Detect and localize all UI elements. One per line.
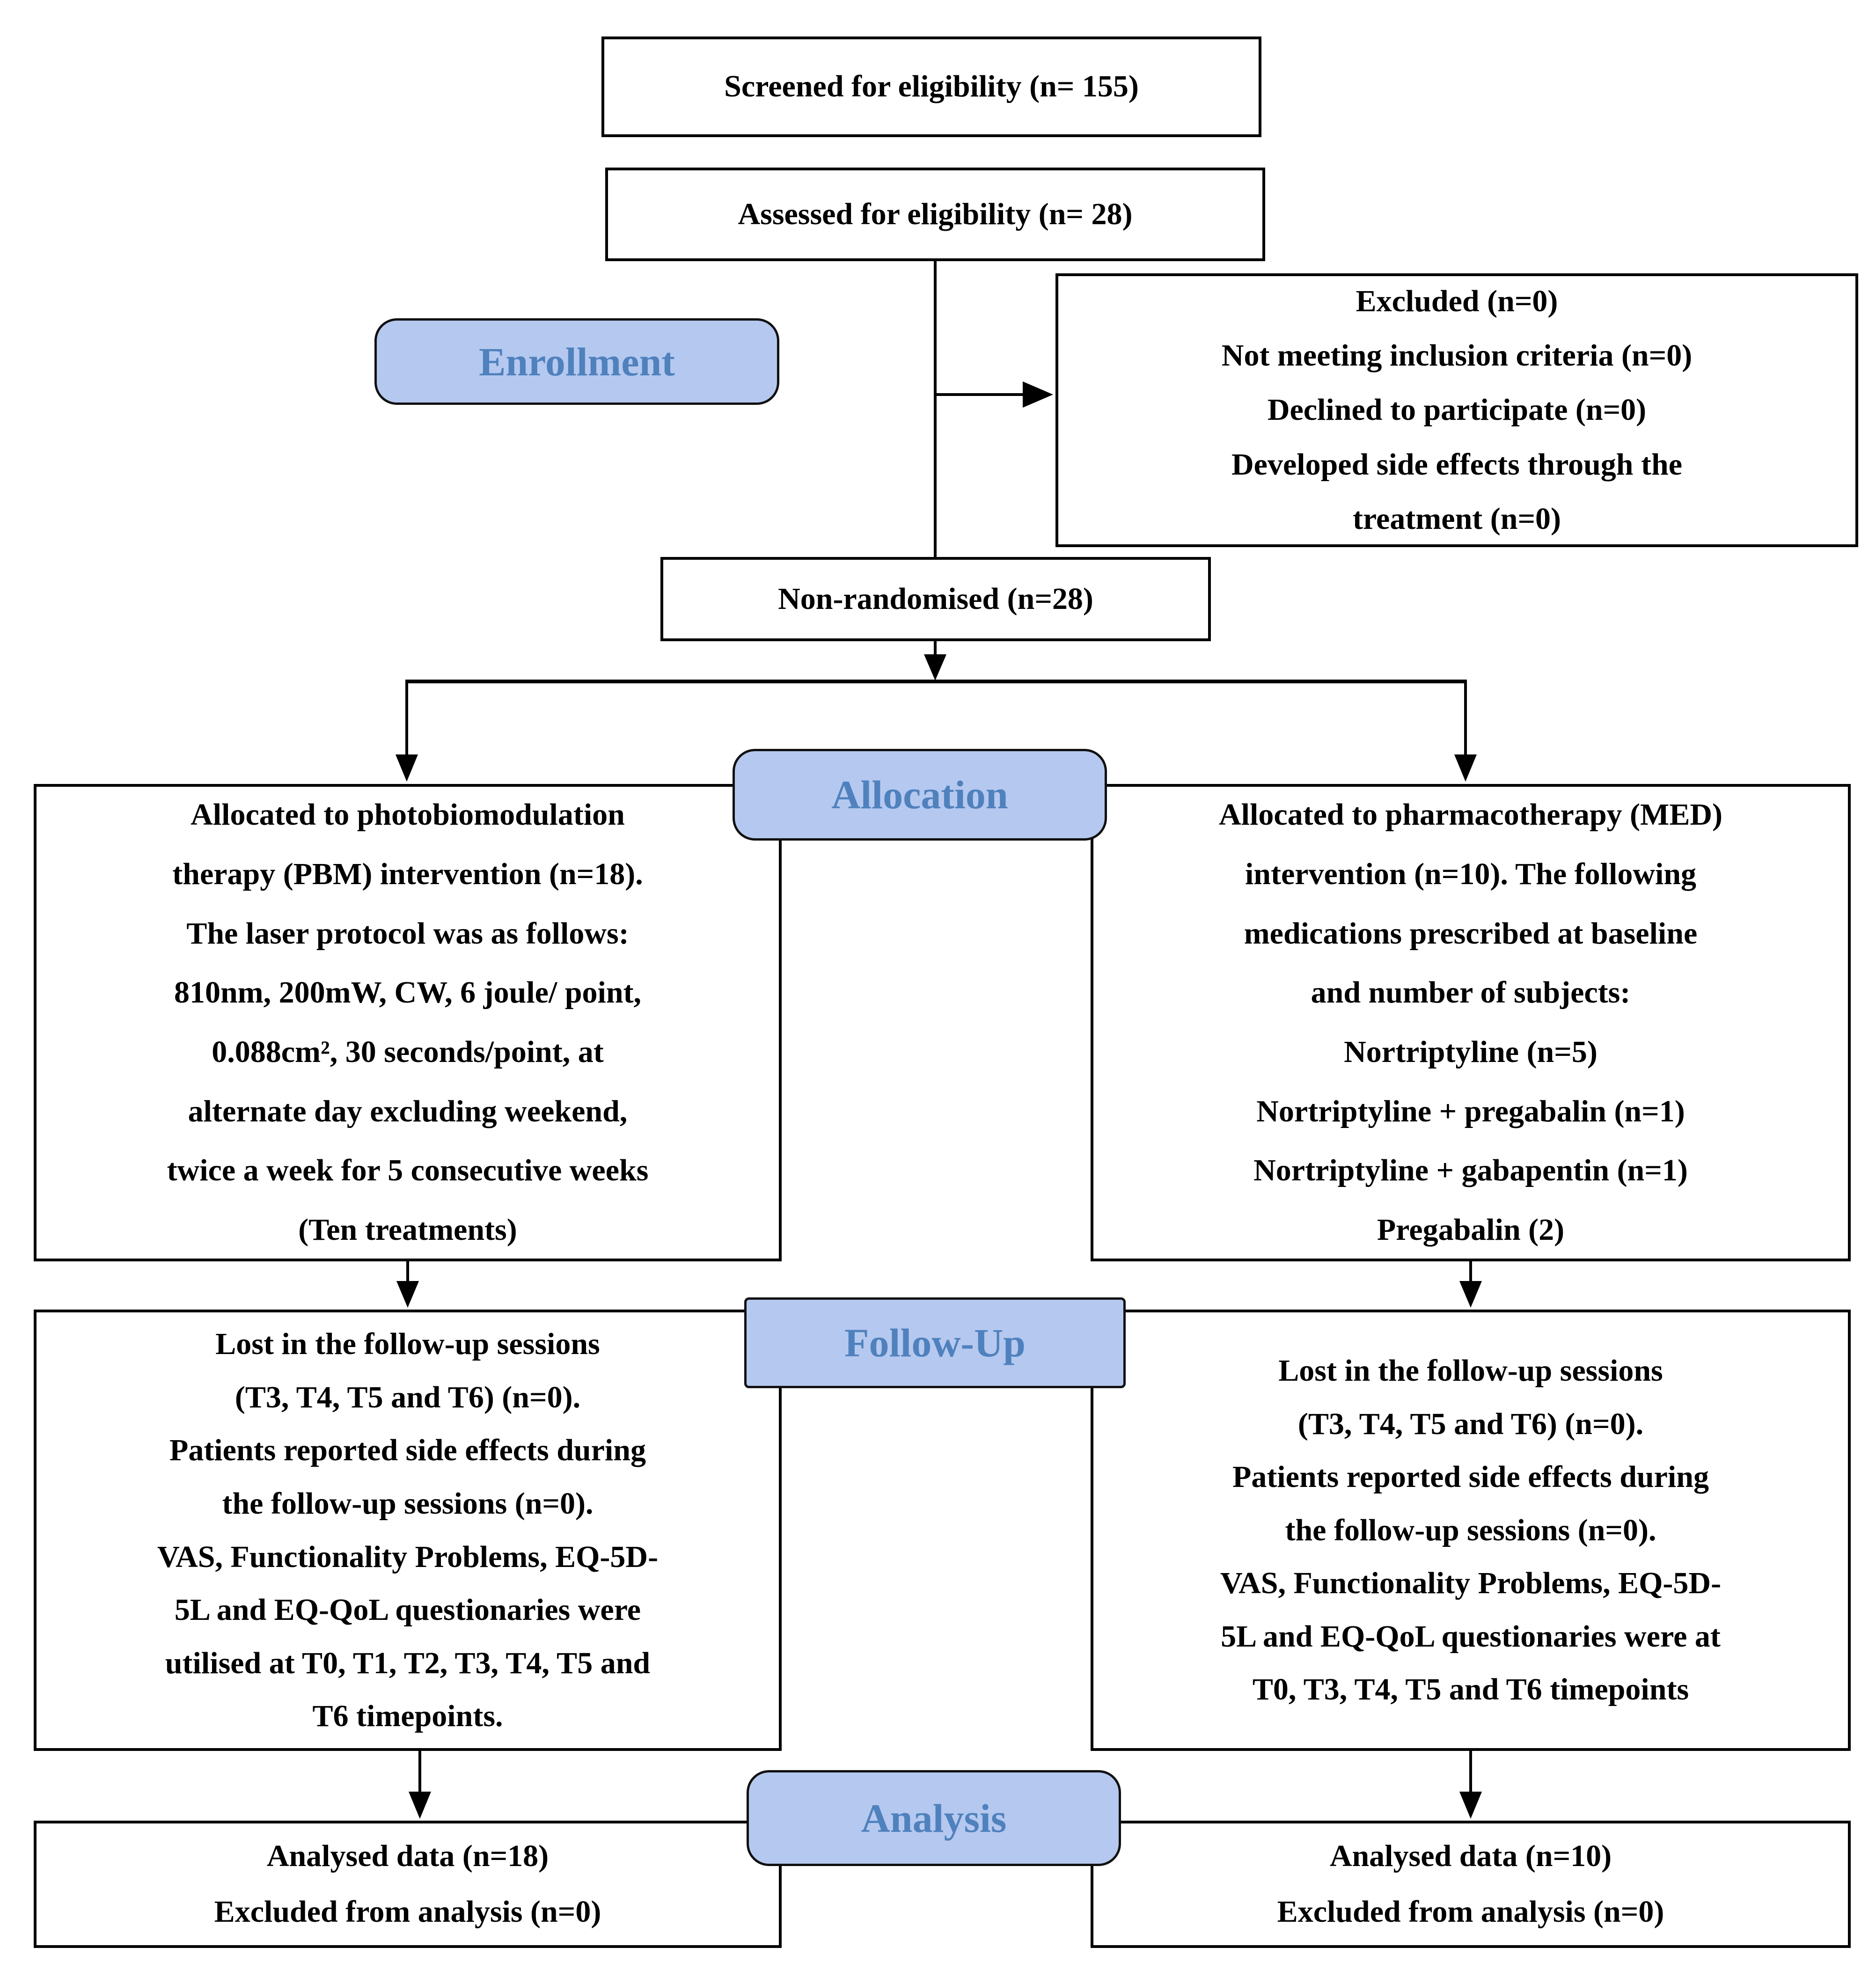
screened-box: Screened for eligibility (n= 155) — [601, 37, 1261, 137]
non-randomised-box: Non-randomised (n=28) — [660, 557, 1211, 641]
excluded-box: Excluded (n=0) Not meeting inclusion cri… — [1055, 273, 1858, 547]
allocation-stage-label: Allocation — [733, 749, 1107, 841]
pbm-allocation-box: Allocated to photobiomodulation therapy … — [34, 784, 782, 1261]
arrowhead-med-analysis — [1459, 1792, 1482, 1819]
enrollment-stage-label: Enrollment — [374, 318, 779, 405]
med-followup-box: Lost in the follow-up sessions (T3, T4, … — [1091, 1310, 1851, 1751]
arrowhead-pbm-follow — [396, 1281, 419, 1308]
arrowhead-pbm-analysis — [409, 1792, 431, 1819]
arrowhead-excluded — [1023, 381, 1053, 408]
med-analysis-box: Analysed data (n=10) Excluded from analy… — [1091, 1821, 1851, 1948]
arrowhead-pbm-allocation — [396, 754, 418, 782]
arrowhead-med-follow — [1459, 1281, 1482, 1308]
pbm-analysis-box: Analysed data (n=18) Excluded from analy… — [34, 1821, 782, 1948]
arrowhead-split — [924, 654, 946, 681]
med-allocation-box: Allocated to pharmacotherapy (MED) inter… — [1091, 784, 1851, 1261]
assessed-box: Assessed for eligibility (n= 28) — [605, 168, 1265, 261]
analysis-stage-label: Analysis — [747, 1770, 1121, 1866]
followup-stage-label: Follow-Up — [744, 1297, 1126, 1388]
pbm-followup-box: Lost in the follow-up sessions (T3, T4, … — [34, 1310, 782, 1751]
arrowhead-med-allocation — [1454, 754, 1477, 782]
